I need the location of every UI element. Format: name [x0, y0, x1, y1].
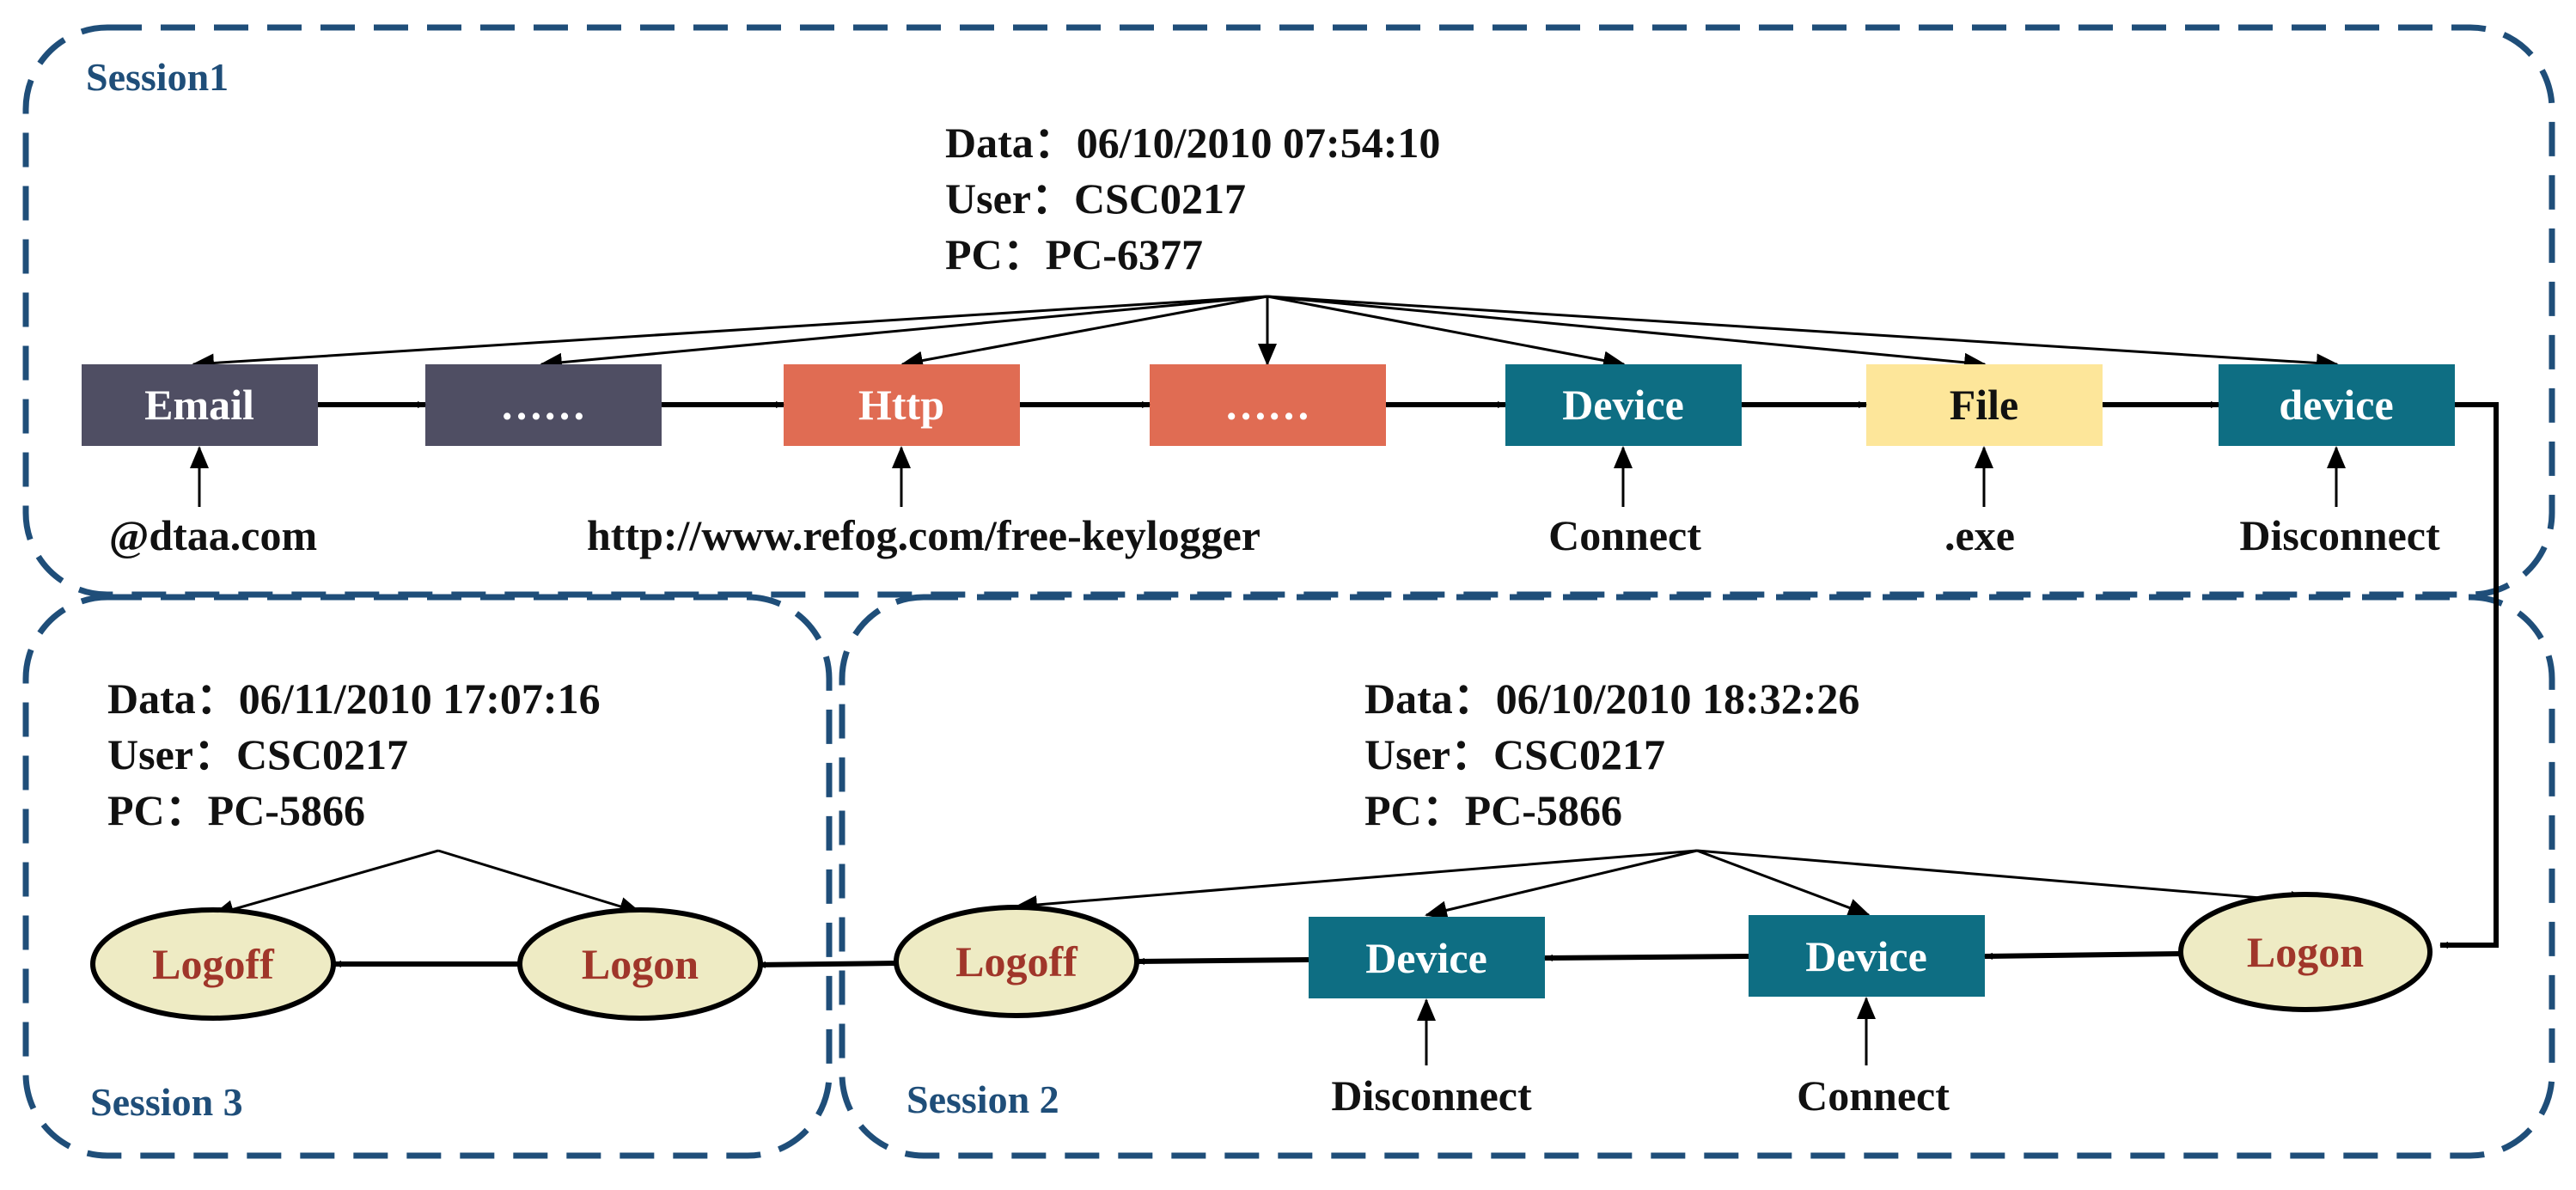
note-http: http://www.refog.com/free-keylogger — [587, 511, 1261, 559]
node-email: Email — [82, 364, 318, 446]
node-device-4-label: Device — [1365, 934, 1487, 982]
session1-note-arrows — [190, 446, 2346, 507]
node-device-3-label: Device — [1805, 932, 1927, 980]
session1-label: Session1 — [86, 55, 229, 99]
node-ellipsis-1-label: …… — [500, 381, 586, 429]
node-device-1-label: Device — [1562, 381, 1684, 429]
session1-date: Data：06/10/2010 07:54:10 — [945, 119, 1440, 167]
node-file-label: File — [1950, 381, 2019, 429]
session1-user: User：CSC0217 — [945, 174, 1246, 223]
note-email: @dtaa.com — [109, 511, 317, 559]
node-ellipsis-2-label: …… — [1224, 381, 1310, 429]
session1-to-session2-connector — [2439, 402, 2499, 949]
session3-user: User：CSC0217 — [107, 730, 408, 778]
node-device-2-label: device — [2279, 381, 2393, 429]
session3-pc: PC：PC-5866 — [107, 786, 365, 834]
node-device-4: Device — [1309, 917, 1545, 998]
session2-date: Data：06/10/2010 18:32:26 — [1364, 674, 1859, 723]
node-device-2: device — [2219, 364, 2455, 446]
node-logon-3-label: Logon — [582, 940, 699, 988]
note-device-2: Disconnect — [2239, 511, 2440, 559]
session1-border — [22, 24, 2555, 598]
node-logon-2: Logon — [2178, 892, 2433, 1012]
session3-border — [22, 594, 833, 1159]
session2-user: User：CSC0217 — [1364, 730, 1665, 778]
node-logoff-3-label: Logoff — [152, 940, 275, 988]
session2-pc: PC：PC-5866 — [1364, 786, 1622, 834]
note-device-1: Connect — [1548, 511, 1701, 559]
session2-note-arrows — [1417, 997, 1876, 1065]
node-logoff-2-label: Logoff — [955, 937, 1078, 986]
node-ellipsis-2: …… — [1150, 364, 1386, 446]
session3-date: Data：06/11/2010 17:07:16 — [107, 674, 601, 723]
node-http: Http — [784, 364, 1020, 446]
session2-border — [839, 594, 2555, 1159]
session1-fan-arrows — [192, 295, 2339, 373]
node-logoff-2: Logoff — [894, 905, 1139, 1018]
node-email-label: Email — [144, 381, 254, 429]
node-logon-3: Logon — [517, 907, 763, 1021]
note-file: .exe — [1944, 511, 2015, 559]
node-logoff-3: Logoff — [90, 907, 336, 1021]
session2-to-session3-connector — [757, 961, 897, 968]
session3-label: Session 3 — [90, 1080, 243, 1124]
node-http-label: Http — [858, 381, 944, 429]
session2-fan-arrows — [1015, 849, 2313, 920]
session2-chain-arrows — [1136, 951, 2182, 965]
node-device-3: Device — [1749, 915, 1985, 997]
session2-label: Session 2 — [906, 1077, 1059, 1121]
node-file: File — [1866, 364, 2103, 446]
session1-pc: PC：PC-6377 — [945, 230, 1203, 278]
node-ellipsis-1: …… — [425, 364, 662, 446]
node-device-1: Device — [1505, 364, 1742, 446]
note-device-3: Connect — [1797, 1071, 1950, 1120]
note-device-4: Disconnect — [1331, 1071, 1532, 1120]
node-logon-2-label: Logon — [2247, 928, 2364, 976]
session3-fan-arrows — [211, 849, 642, 918]
